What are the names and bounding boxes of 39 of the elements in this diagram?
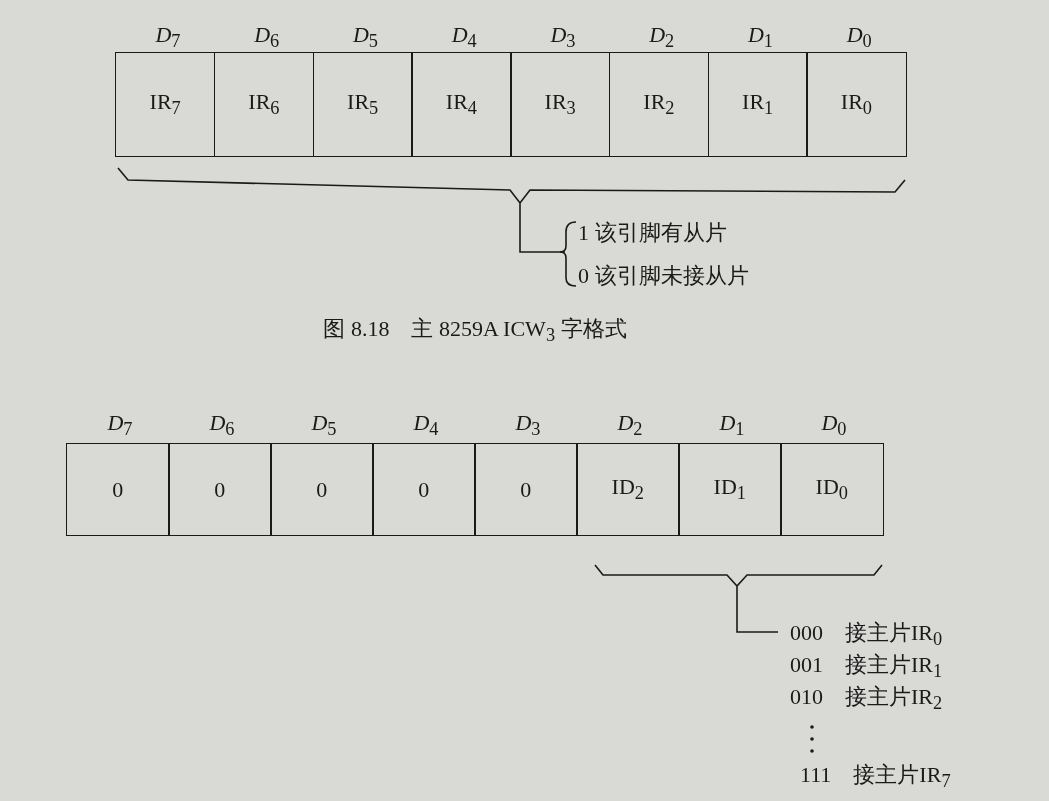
bit-label: D$_{3}$ bbox=[515, 412, 541, 439]
bit-label: D$_{2}$ bbox=[617, 412, 643, 439]
bit-label: D$_{4}$ bbox=[451, 24, 477, 51]
option-text: 000 接主片IR$_{0}$ bbox=[790, 622, 943, 649]
bit-label: D$_{1}$ bbox=[747, 24, 774, 51]
bit-label: D$_{0}$ bbox=[846, 24, 872, 51]
bit-label: D$_{4}$ bbox=[413, 412, 439, 439]
register-cell: ID$_{0}$ bbox=[780, 443, 884, 536]
register-cell: 0 bbox=[270, 443, 374, 536]
bit-label: D$_{0}$ bbox=[821, 412, 847, 439]
option-text: 001 接主片IR$_{1}$ bbox=[790, 654, 943, 681]
caption: 图 8.18 主 8259A ICW$_{3}$ 字格式 bbox=[323, 318, 627, 345]
bit-label: D$_{5}$ bbox=[352, 24, 379, 51]
register-cell: IR$_{1}$ bbox=[707, 52, 808, 157]
register-cell: IR$_{3}$ bbox=[510, 52, 611, 157]
bit-label: D$_{1}$ bbox=[719, 412, 745, 439]
register-cell: 0 bbox=[474, 443, 578, 536]
register-cell: ID$_{1}$ bbox=[678, 443, 782, 536]
bit-label: D$_{7}$ bbox=[155, 24, 181, 51]
register-cell: ID$_{2}$ bbox=[576, 443, 680, 536]
register-cell: IR$_{5}$ bbox=[312, 52, 413, 157]
bit-label: D$_{3}$ bbox=[550, 24, 576, 51]
register-cell: IR$_{0}$ bbox=[806, 52, 907, 157]
bit-label: D$_{2}$ bbox=[649, 24, 675, 51]
register-cell: IR$_{6}$ bbox=[213, 52, 315, 157]
register-cell: 0 bbox=[372, 443, 476, 536]
register-cell: IR$_{2}$ bbox=[608, 52, 710, 157]
bit-label: D$_{5}$ bbox=[311, 412, 337, 439]
register-cell: IR$_{4}$ bbox=[411, 52, 512, 157]
register-cell: IR$_{7}$ bbox=[115, 52, 216, 157]
option-text: 1 该引脚有从片 bbox=[578, 222, 727, 244]
option-text: 111 接主片IR$_{7}$ bbox=[800, 764, 951, 791]
register-cell: 0 bbox=[66, 443, 170, 536]
bit-label: D$_{6}$ bbox=[254, 24, 280, 51]
option-text: 010 接主片IR$_{2}$ bbox=[790, 686, 943, 713]
bit-label: D$_{6}$ bbox=[209, 412, 235, 439]
bit-label: D$_{7}$ bbox=[107, 412, 133, 439]
register-cell: 0 bbox=[168, 443, 272, 536]
option-text: 0 该引脚未接从片 bbox=[578, 265, 749, 287]
